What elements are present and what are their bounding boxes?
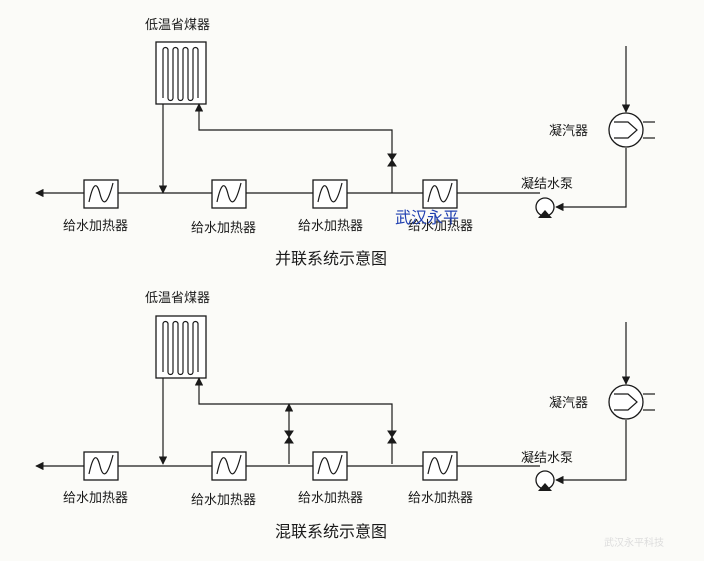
condenser-label: 凝汽器	[549, 123, 588, 139]
heater-label: 给水加热器	[408, 219, 473, 234]
parallel-caption: 并联系统示意图	[275, 249, 387, 268]
heater-label: 给水加热器	[63, 219, 128, 234]
feedwater-heater-1	[83, 179, 119, 209]
low-temp-economizer	[155, 315, 207, 379]
hybrid-caption: 混联系统示意图	[275, 522, 387, 541]
condenser-label: 凝汽器	[549, 395, 588, 411]
economizer-label: 低温省煤器	[145, 291, 210, 306]
heater-label: 给水加热器	[298, 219, 363, 234]
heater-label: 给水加热器	[408, 491, 473, 506]
corner-watermark: 武汉永平科技	[604, 536, 664, 549]
heater-label: 给水加热器	[63, 491, 128, 506]
pump-label: 凝结水泵	[521, 176, 573, 192]
valve-icon	[387, 430, 397, 444]
feedwater-heater-4	[422, 179, 458, 209]
feedwater-heater-3	[312, 451, 348, 481]
feedwater-heater-4	[422, 451, 458, 481]
valve-icon	[387, 153, 397, 167]
condensate-pump	[535, 197, 555, 218]
feedwater-heater-3	[312, 179, 348, 209]
feedwater-heater-2	[211, 451, 247, 481]
heater-label: 给水加热器	[298, 491, 363, 506]
low-temp-economizer	[155, 41, 207, 105]
watermark: 武汉永平	[395, 208, 459, 227]
parallel-system-diagram: 低温省煤器 给水加热器 给水加热器	[35, 18, 655, 268]
heater-label: 给水加热器	[191, 493, 256, 508]
condenser	[608, 46, 655, 148]
feedwater-heater-2	[211, 179, 247, 209]
condenser	[608, 322, 655, 420]
hybrid-system-diagram: 低温省煤器 给水加热器 给水加热器 给水加热器 给水加热器	[35, 291, 655, 541]
valve-icon	[284, 430, 294, 444]
feedwater-heater-1	[83, 451, 119, 481]
heater-label: 给水加热器	[191, 221, 256, 236]
condensate-pump	[535, 470, 555, 491]
economizer-label: 低温省煤器	[145, 18, 210, 33]
pump-label: 凝结水泵	[521, 450, 573, 466]
